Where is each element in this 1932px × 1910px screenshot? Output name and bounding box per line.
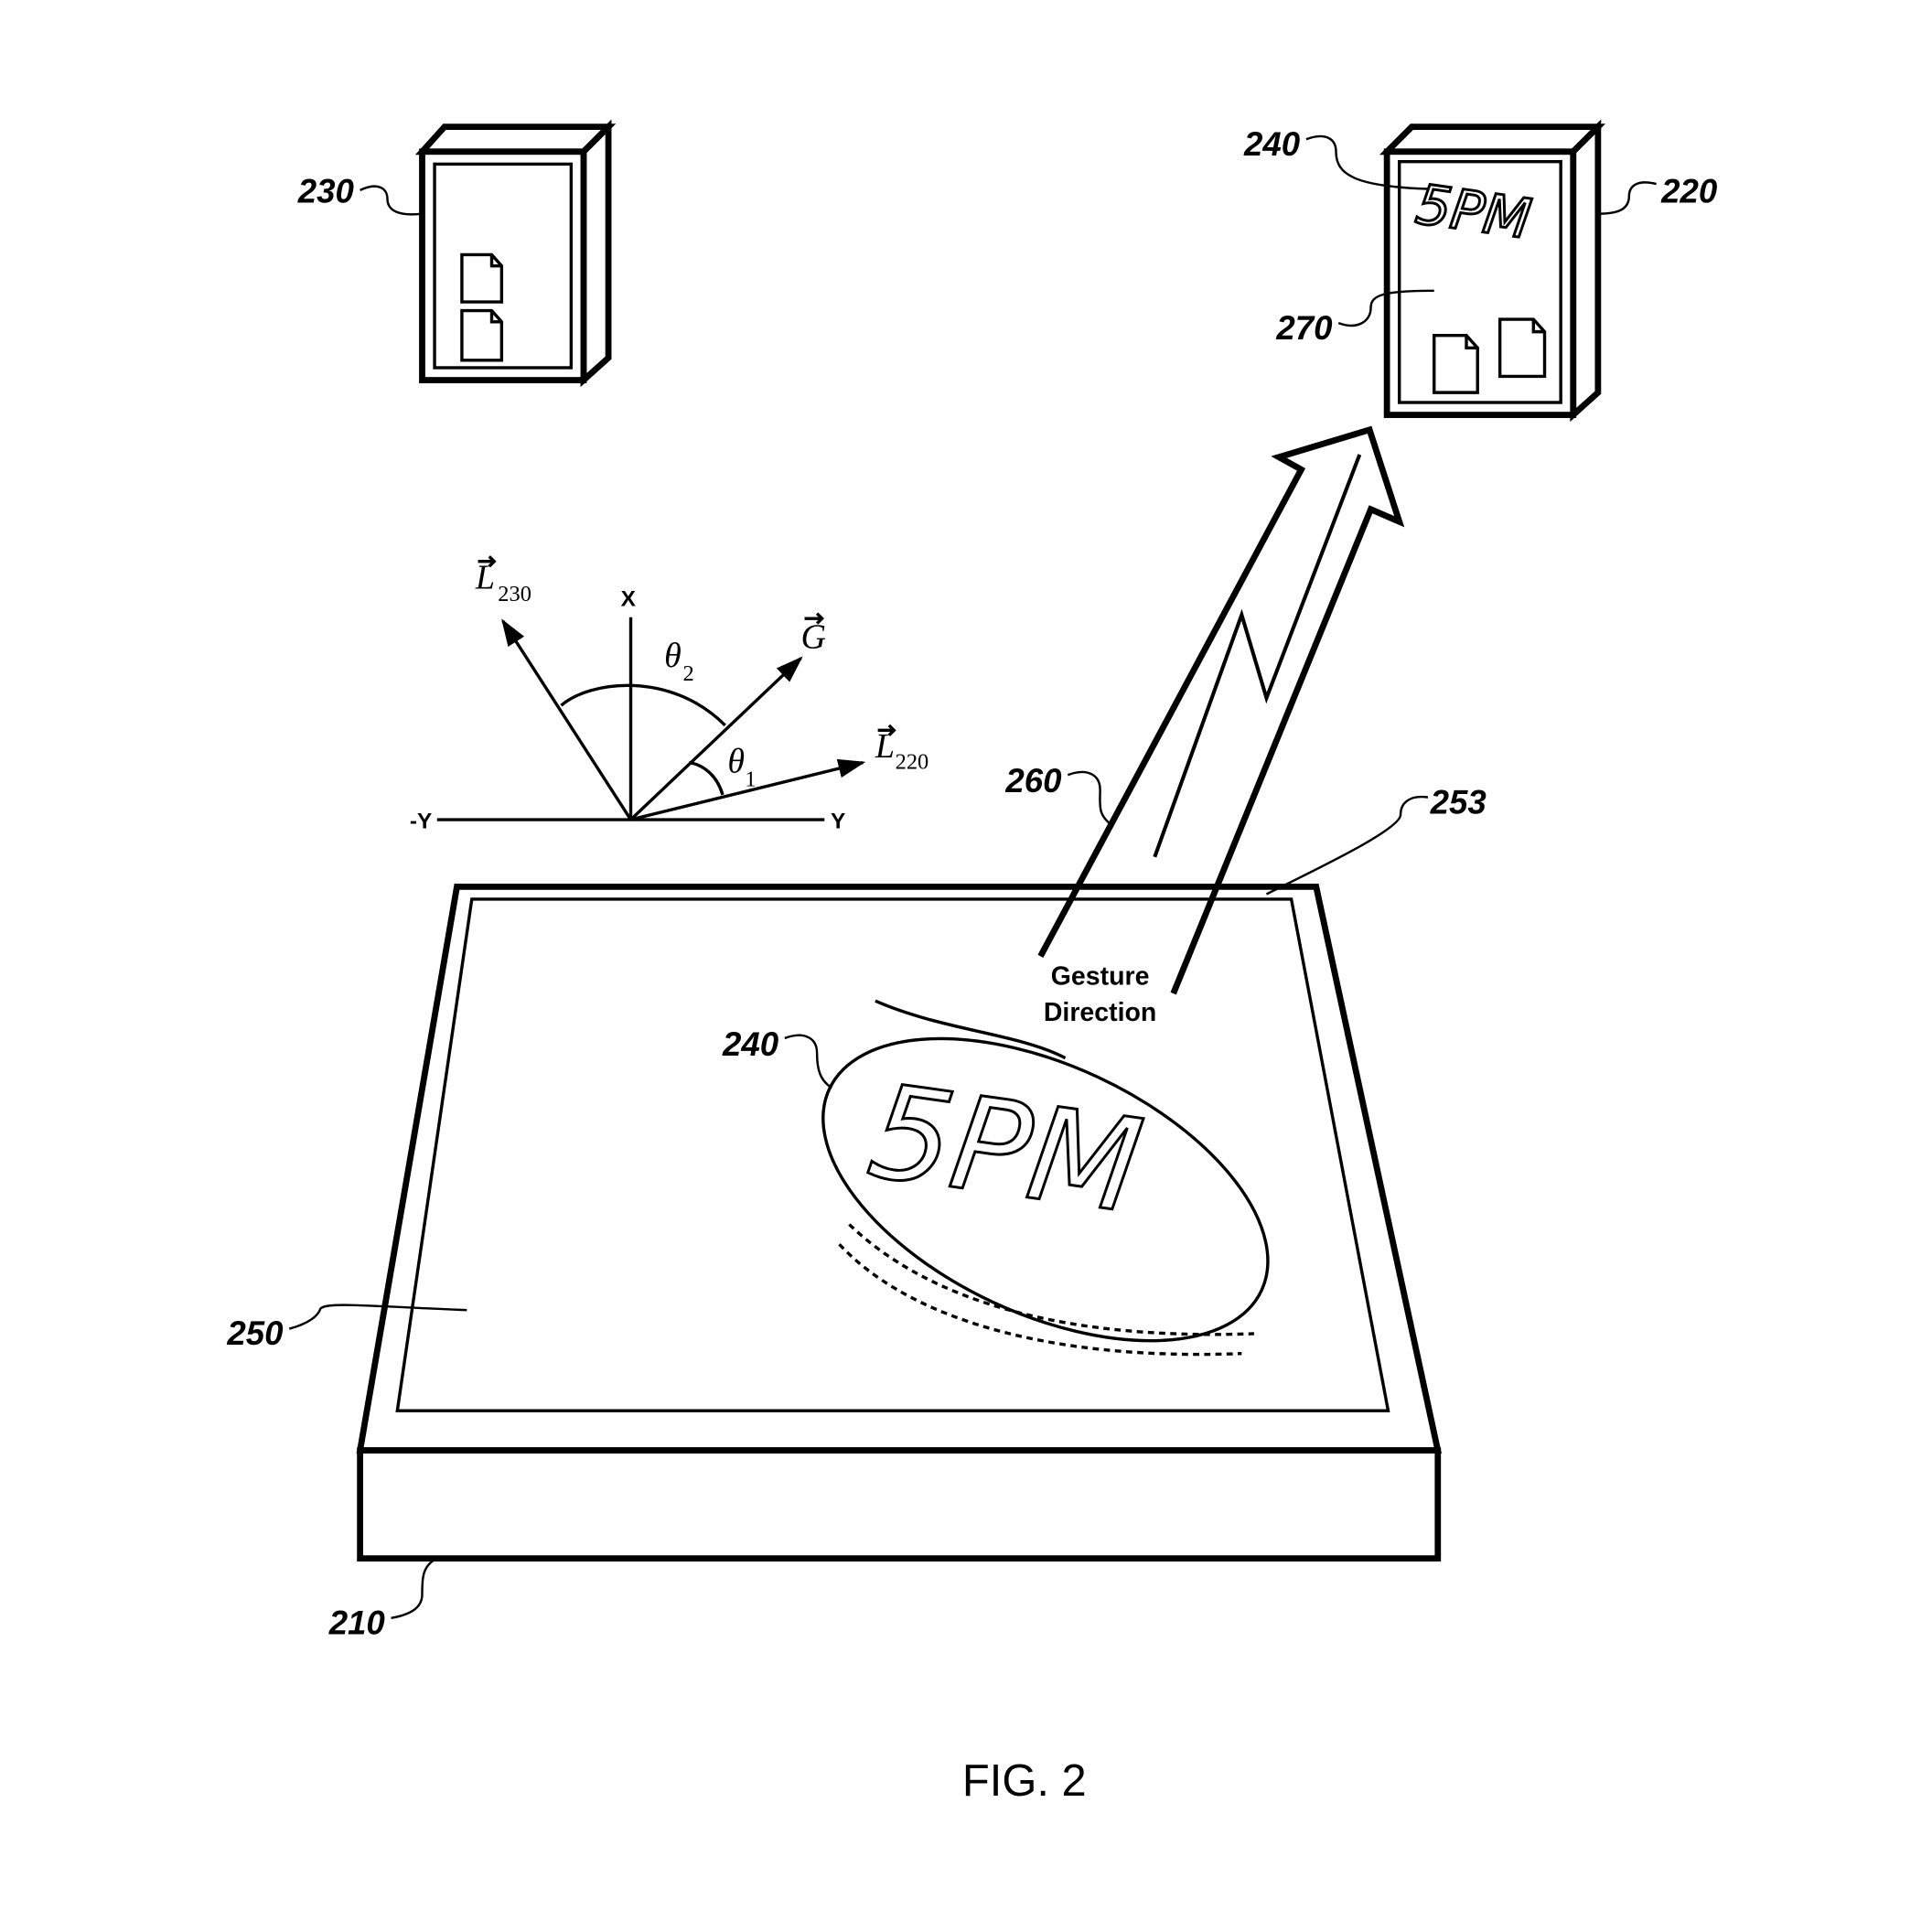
svg-text:θ: θ xyxy=(727,742,745,780)
svg-text:1: 1 xyxy=(745,767,756,791)
svg-text:G: G xyxy=(800,618,825,657)
svg-text:L: L xyxy=(475,559,495,597)
figure-caption: FIG. 2 xyxy=(962,1756,1087,1806)
theta1-label: θ 1 xyxy=(727,742,756,791)
label-260: 260 xyxy=(1004,762,1062,799)
label-210: 210 xyxy=(328,1604,386,1641)
label-230: 230 xyxy=(297,172,355,209)
label-240-local: 240 xyxy=(722,1025,779,1063)
device-210 xyxy=(356,883,1442,1562)
label-250: 250 xyxy=(226,1314,284,1352)
gesture-direction-line1: Gesture xyxy=(1051,962,1150,992)
y-axis-label: Y xyxy=(831,810,845,834)
document-icon xyxy=(1497,317,1547,379)
svg-text:θ: θ xyxy=(664,637,682,675)
svg-text:2: 2 xyxy=(683,661,694,686)
label-240-remote: 240 xyxy=(1243,125,1301,163)
svg-text:L: L xyxy=(875,727,895,766)
neg-y-axis-label: -Y xyxy=(410,810,432,834)
gesture-direction-line2: Direction xyxy=(1044,998,1157,1027)
gesture-arrow xyxy=(1037,425,1405,995)
vector-l220-label: L 220 xyxy=(875,724,929,774)
x-axis-label: X xyxy=(621,587,637,612)
device-230 xyxy=(414,119,617,388)
document-icon xyxy=(460,308,504,362)
angle-diagram: X Y -Y L 230 G L 220 θ 2 θ 1 xyxy=(410,555,929,834)
document-icon xyxy=(460,252,504,304)
theta2-label: θ 2 xyxy=(664,637,694,686)
label-220: 220 xyxy=(1660,172,1718,209)
label-270: 270 xyxy=(1275,309,1333,347)
device-220: 5PM xyxy=(1379,119,1606,423)
vector-l230-label: L 230 xyxy=(475,555,531,606)
document-icon xyxy=(1433,333,1479,394)
svg-text:230: 230 xyxy=(498,582,531,606)
label-253: 253 xyxy=(1430,783,1487,821)
svg-text:220: 220 xyxy=(896,749,929,774)
vector-g-label: G xyxy=(800,612,826,657)
